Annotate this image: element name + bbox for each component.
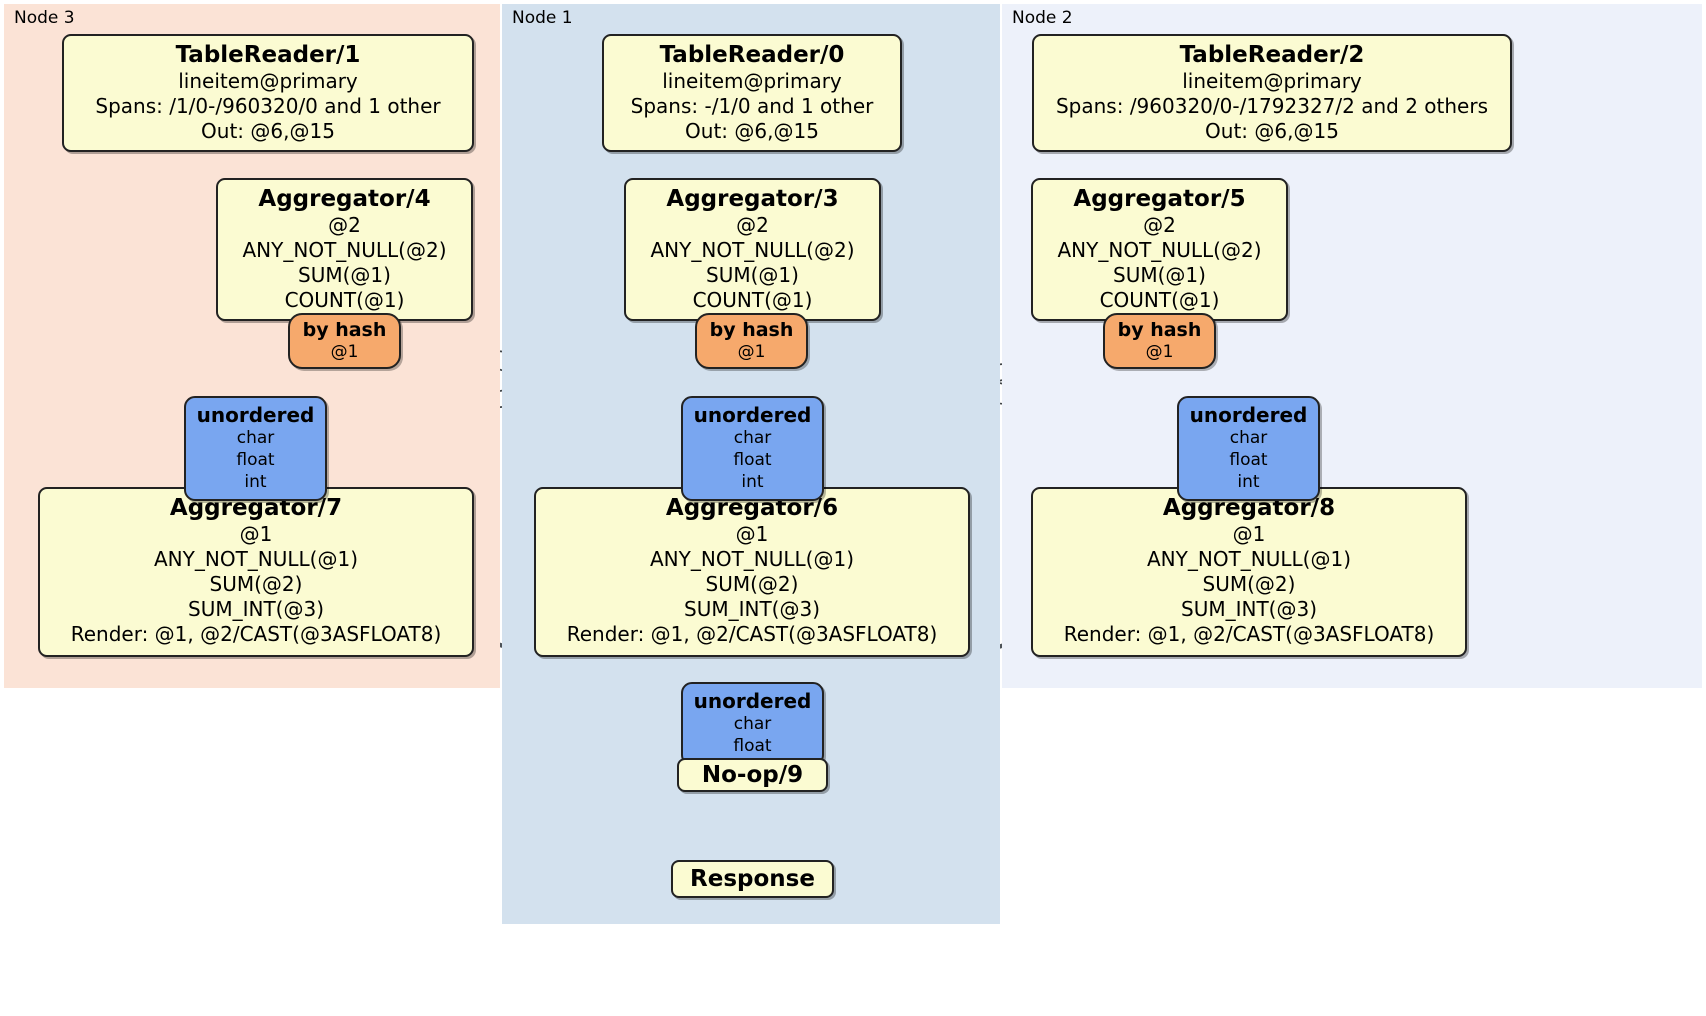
aggregator-box-title: Aggregator/4: [258, 186, 431, 212]
aggregator-box-detail: SUM(@2): [1202, 572, 1296, 597]
aggregator-box-title: Aggregator/5: [1073, 186, 1246, 212]
table-reader-box-detail: Spans: /960320/0-/1792327/2 and 2 others: [1055, 94, 1488, 119]
inbound-stream-box-detail: char: [1229, 428, 1268, 448]
inbound-stream-box-title: unordered: [693, 689, 812, 713]
aggregator-box-detail: @1: [1232, 522, 1266, 547]
aggregator-box-detail: SUM_INT(@3): [684, 597, 820, 622]
table-reader-box-title: TableReader/0: [659, 42, 845, 68]
inbound-stream-box-title: unordered: [693, 403, 812, 427]
inbound-stream-box-detail: int: [244, 471, 267, 492]
table-reader-box-detail: Spans: -/1/0 and 1 other: [630, 94, 874, 119]
aggregator-box-detail: @2: [736, 213, 769, 238]
aggregator-box-title: Aggregator/3: [666, 186, 839, 212]
output-router-box-detail: @1: [737, 341, 766, 362]
aggregator-box-detail: @1: [239, 522, 273, 547]
output-router-box-detail: @1: [1145, 341, 1174, 362]
aggregator-box-detail: COUNT(@1): [692, 288, 813, 313]
aggregator-box-detail: Render: @1, @2/CAST(@3ASFLOAT8): [70, 622, 442, 647]
node-panel-label: Node 3: [14, 8, 75, 28]
table-reader-box-detail: Out: @6,@15: [685, 119, 819, 144]
aggregator-box-detail: ANY_NOT_NULL(@1): [1147, 547, 1351, 572]
inbound-stream-box-detail: float: [1229, 449, 1268, 470]
aggregator-box-detail: Render: @1, @2/CAST(@3ASFLOAT8): [566, 622, 938, 647]
table-reader-box-detail: Spans: /1/0-/960320/0 and 1 other: [95, 94, 441, 119]
aggregator-box-detail: ANY_NOT_NULL(@2): [650, 238, 855, 263]
inbound-stream-box-detail: char: [733, 428, 772, 448]
aggregator-box-detail: ANY_NOT_NULL(@2): [242, 238, 447, 263]
inbound-stream-box-detail: float: [236, 449, 275, 470]
output-router-box-detail: @1: [330, 341, 359, 362]
table-reader-box-title: TableReader/2: [1179, 42, 1365, 68]
aggregator-box-detail: SUM_INT(@3): [1181, 597, 1317, 622]
aggregator-box-detail: @2: [328, 213, 361, 238]
response-box[interactable]: Response: [671, 860, 834, 898]
output-router-box[interactable]: by hash@1: [1103, 313, 1216, 370]
aggregator-box-detail: ANY_NOT_NULL(@1): [154, 547, 358, 572]
table-reader-box-detail: Out: @6,@15: [201, 119, 335, 144]
aggregator-box-detail: COUNT(@1): [284, 288, 405, 313]
inbound-stream-box-detail: int: [741, 471, 764, 492]
table-reader-box-detail: lineitem@primary: [662, 69, 842, 94]
aggregator-box-detail: Render: @1, @2/CAST(@3ASFLOAT8): [1063, 622, 1435, 647]
inbound-stream-box-detail: char: [236, 428, 275, 448]
aggregator-box-detail: ANY_NOT_NULL(@2): [1057, 238, 1262, 263]
aggregator-box-detail: @1: [735, 522, 769, 547]
aggregator-box-detail: ANY_NOT_NULL(@1): [650, 547, 854, 572]
inbound-stream-box-title: unordered: [196, 403, 315, 427]
output-router-box-title: by hash: [1117, 319, 1202, 341]
aggregator-box-detail: SUM(@2): [705, 572, 799, 597]
inbound-stream-box-detail: float: [733, 735, 772, 756]
inbound-stream-box-detail: float: [733, 449, 772, 470]
aggregator-box-detail: COUNT(@1): [1099, 288, 1220, 313]
inbound-stream-box-detail: int: [1237, 471, 1260, 492]
aggregator-box-detail: SUM_INT(@3): [188, 597, 324, 622]
table-reader-box-detail: Out: @6,@15: [1205, 119, 1339, 144]
table-reader-box-detail: lineitem@primary: [178, 69, 358, 94]
aggregator-box-detail: @2: [1143, 213, 1176, 238]
node-panel-label: Node 1: [512, 8, 573, 28]
aggregator-box-detail: SUM(@1): [706, 263, 799, 288]
aggregator-box-detail: SUM(@1): [298, 263, 391, 288]
aggregator-box-detail: SUM(@1): [1113, 263, 1206, 288]
output-router-box-title: by hash: [709, 319, 794, 341]
table-reader-box-detail: lineitem@primary: [1182, 69, 1362, 94]
inbound-stream-box-detail: char: [733, 714, 772, 734]
node-panel-label: Node 2: [1012, 8, 1073, 28]
no-op-box[interactable]: No-op/9: [677, 758, 828, 792]
inbound-stream-box-title: unordered: [1189, 403, 1308, 427]
output-router-box-title: by hash: [302, 319, 387, 341]
aggregator-box-detail: SUM(@2): [209, 572, 303, 597]
output-router-box[interactable]: by hash@1: [695, 313, 808, 370]
output-router-box[interactable]: by hash@1: [288, 313, 401, 370]
table-reader-box-title: TableReader/1: [175, 42, 361, 68]
